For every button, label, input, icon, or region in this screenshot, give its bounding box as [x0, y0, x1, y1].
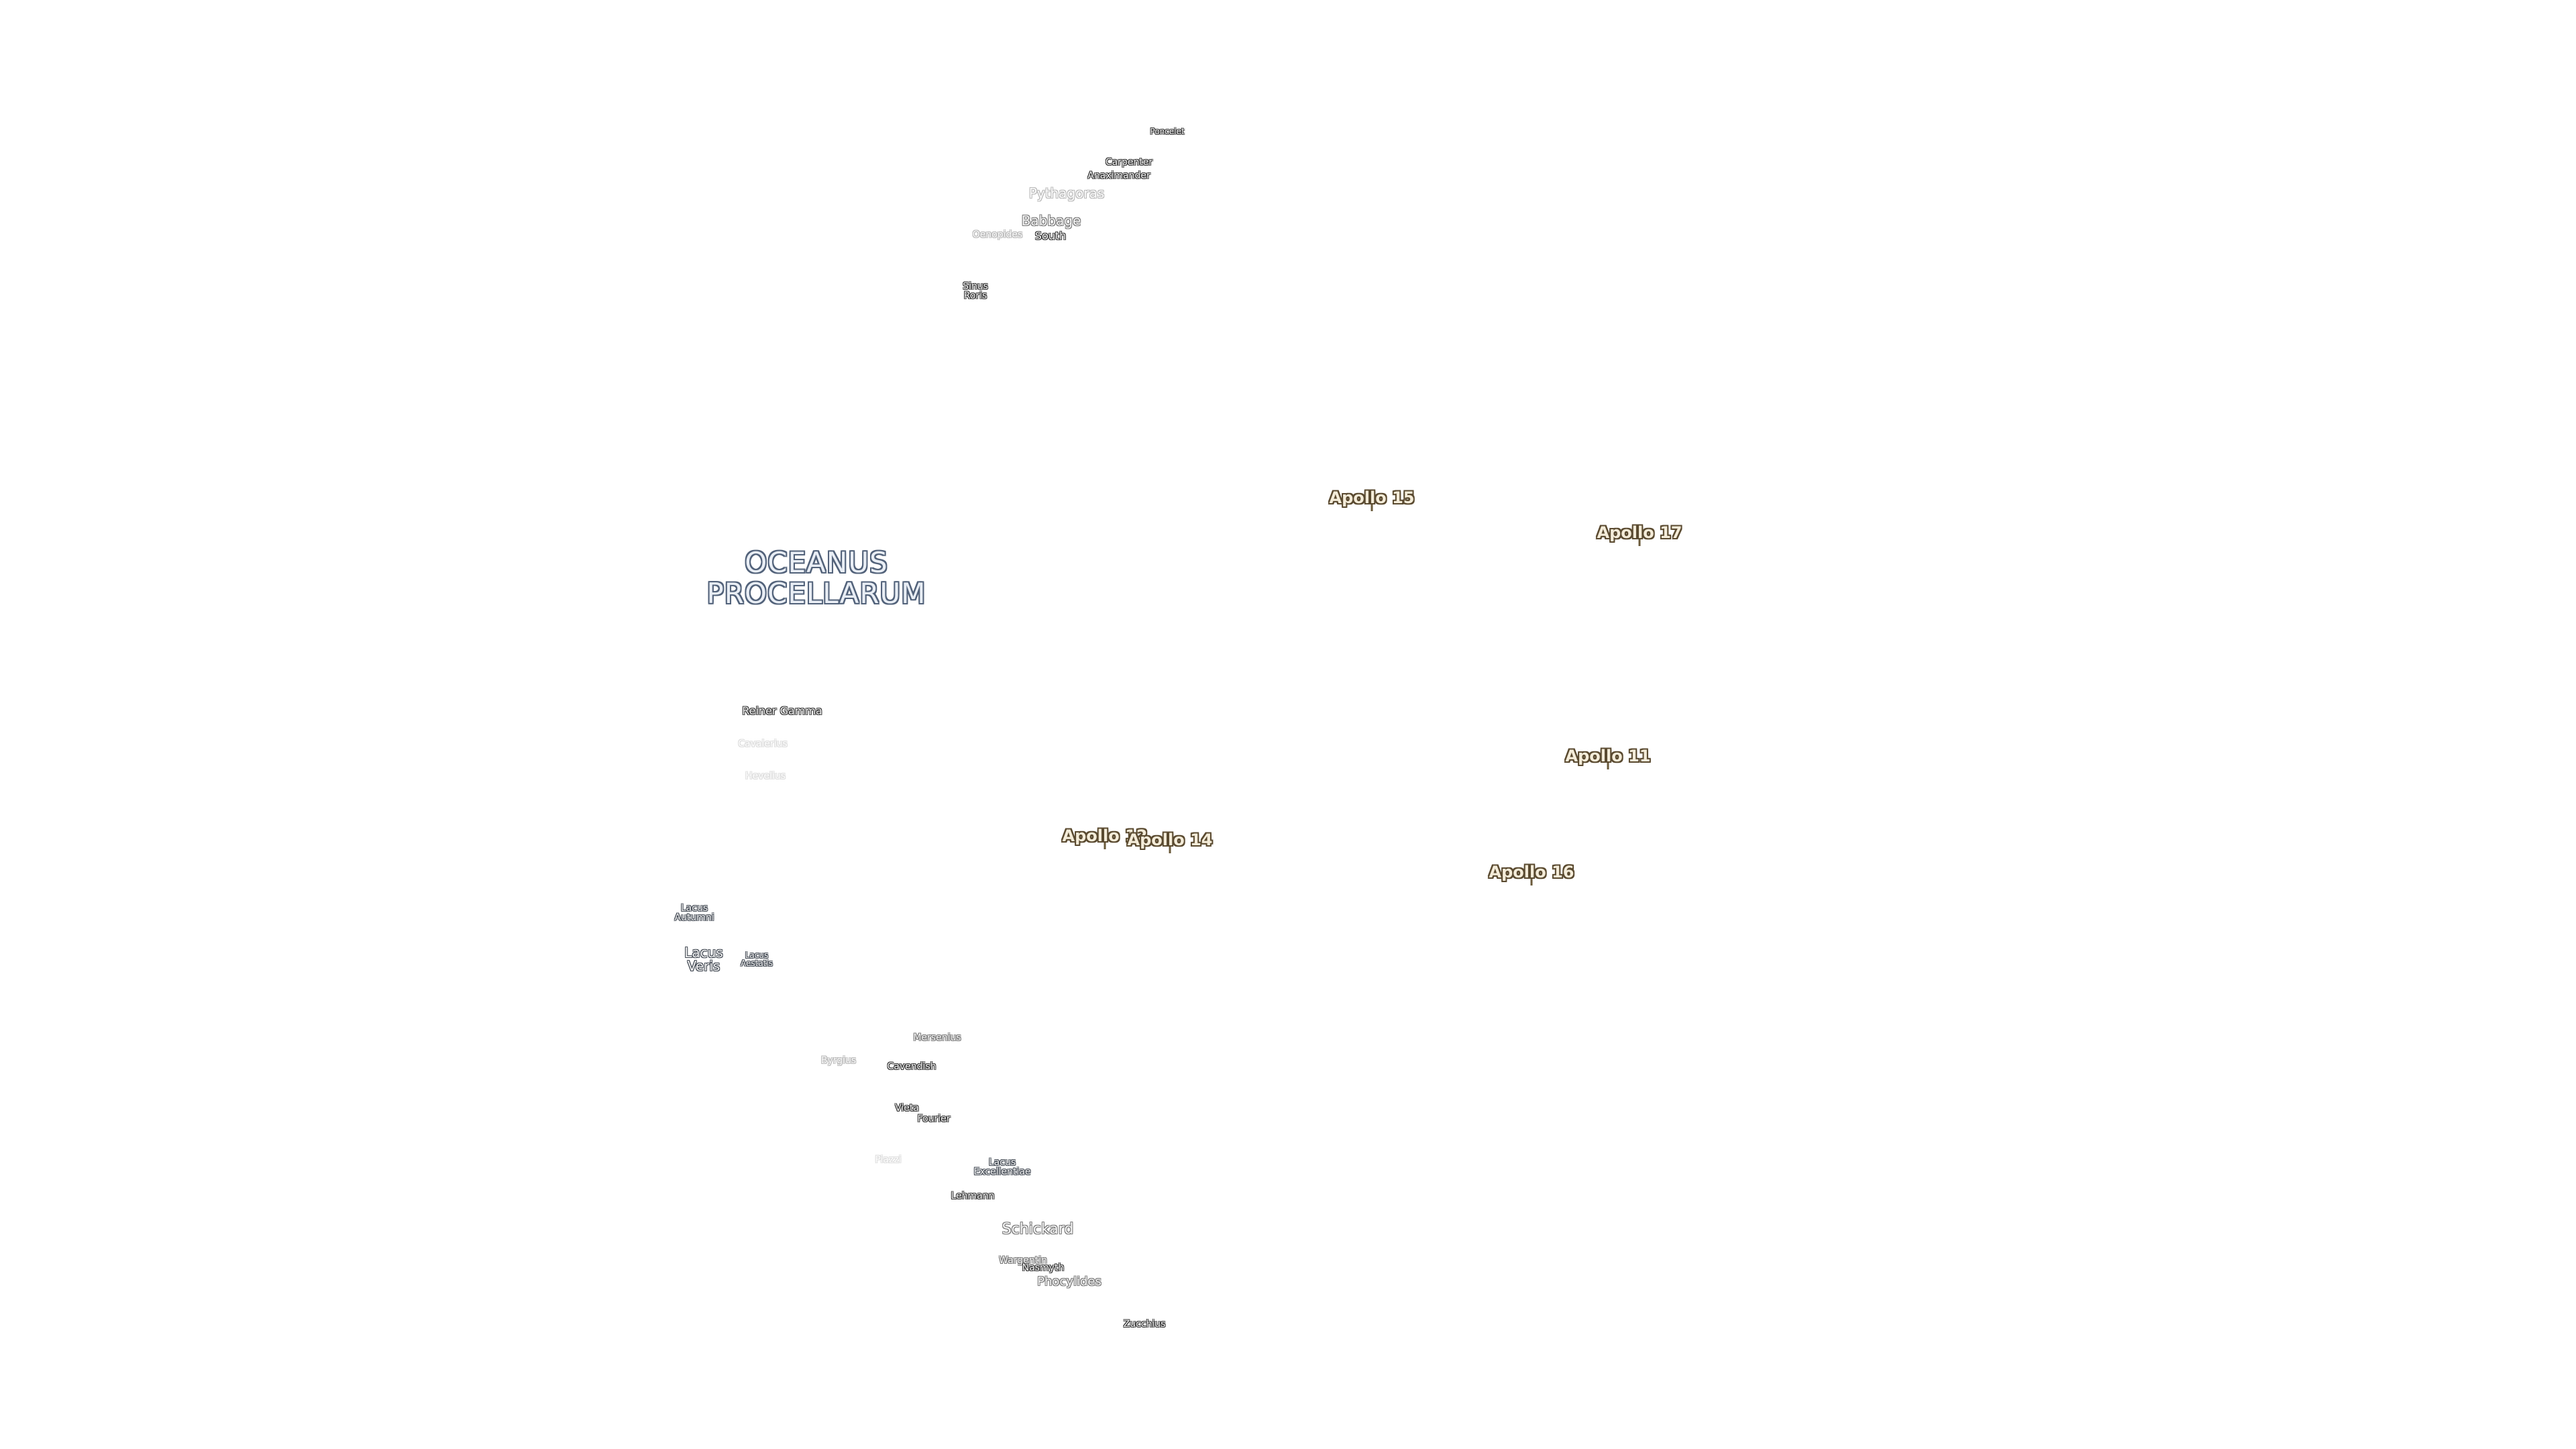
apollo-14-label[interactable]: Apollo 14 — [1127, 830, 1213, 849]
label-byrgius[interactable]: Byrgius — [820, 1055, 857, 1066]
label-oceanus-procellarum[interactable]: OCEANUS PROCELLARUM — [706, 545, 926, 610]
label-schickard[interactable]: Schickard — [1002, 1221, 1074, 1238]
label-pythagoras[interactable]: Pythagoras — [1028, 185, 1105, 201]
label-mersenius[interactable]: Mersenius — [913, 1032, 961, 1043]
label-cavalerius[interactable]: Cavalerius — [738, 739, 788, 749]
apollo-16-label[interactable]: Apollo 16 — [1489, 863, 1574, 881]
apollo-16-marker[interactable] — [1530, 879, 1533, 885]
label-carpenter[interactable]: Carpenter — [1105, 157, 1153, 168]
apollo-12-marker[interactable] — [1104, 843, 1106, 849]
label-piazzi[interactable]: Piazzi — [875, 1155, 902, 1165]
label-sinus-roris[interactable]: Sinus Roris — [963, 281, 988, 301]
label-lacus-aestatis[interactable]: Lacus Aestatis — [741, 951, 773, 968]
label-babbage[interactable]: Babbage — [1021, 213, 1081, 229]
label-lacus-excellentiae[interactable]: Lacus Excellentiae — [973, 1157, 1031, 1177]
apollo-12-label[interactable]: Apollo 12 — [1062, 826, 1148, 845]
label-poncelet[interactable]: Poncelet — [1150, 127, 1185, 136]
label-lacus-autumni[interactable]: Lacus Autumni — [674, 903, 714, 923]
label-hevelius[interactable]: Hevelius — [745, 771, 786, 782]
apollo-11-label[interactable]: Apollo 11 — [1565, 747, 1651, 765]
label-oenopides[interactable]: Oenopides — [972, 229, 1023, 240]
label-fourier[interactable]: Fourier — [917, 1114, 951, 1124]
label-wargentin[interactable]: Wargentin — [999, 1255, 1047, 1266]
label-nasmyth[interactable]: Nasmyth — [1022, 1263, 1065, 1273]
apollo-14-marker[interactable] — [1169, 847, 1171, 853]
apollo-15-marker[interactable] — [1371, 504, 1373, 511]
apollo-17-marker[interactable] — [1638, 539, 1641, 546]
label-reiner-gamma[interactable]: Reiner Gamma — [742, 704, 822, 717]
apollo-15-label[interactable]: Apollo 15 — [1329, 488, 1415, 507]
apollo-17-label[interactable]: Apollo 17 — [1597, 523, 1682, 542]
label-zucchius[interactable]: Zucchius — [1123, 1319, 1166, 1330]
label-cavendish[interactable]: Cavendish — [887, 1061, 936, 1072]
label-vieta[interactable]: Vieta — [895, 1103, 919, 1114]
label-anaximander[interactable]: Anaximander — [1087, 170, 1150, 181]
label-lehmann[interactable]: Lehmann — [951, 1191, 995, 1201]
label-phocylides[interactable]: Phocylides — [1037, 1275, 1102, 1289]
label-lacus-veris[interactable]: Lacus Veris — [684, 945, 723, 974]
label-south[interactable]: South — [1034, 229, 1067, 242]
apollo-11-marker[interactable] — [1607, 763, 1609, 769]
